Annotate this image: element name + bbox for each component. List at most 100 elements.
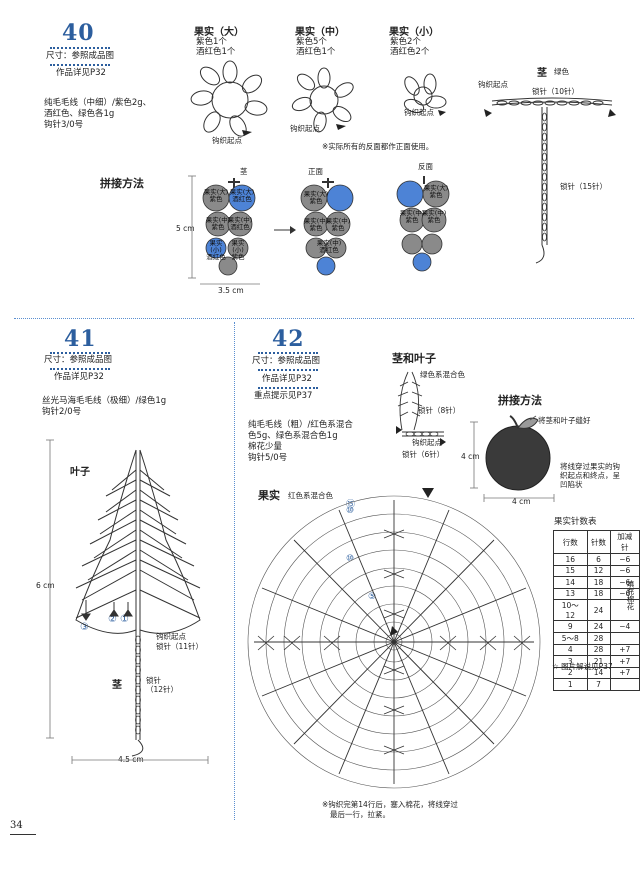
- reference-text-41: 作品详见P32: [54, 372, 104, 382]
- yarn-text-42-2: 色5g、绿色系混合色1g: [248, 431, 338, 441]
- pattern-number-41: 41: [64, 326, 97, 352]
- grape-label-mid-purple: 果实(中) 紫色: [205, 216, 231, 231]
- table-cell: 10～12: [553, 599, 588, 621]
- yarn-text-2: 酒红色、绿色各1g: [44, 109, 115, 119]
- leaf-width: 4.5 cm: [118, 755, 144, 764]
- leaf-height: 6 cm: [36, 581, 55, 590]
- chain-10-label: 锁针（10针）: [532, 87, 580, 96]
- row-1-marker: ①: [120, 614, 129, 625]
- start-label-large: 钩织起点: [212, 136, 242, 145]
- size-text: 尺寸：参照成品图: [46, 51, 115, 61]
- hook-text: 钩针3/0号: [44, 120, 84, 130]
- assembly-title-42: 拼接方法: [498, 394, 542, 407]
- grape-label-small-wine: 果实 (小) 酒红色: [206, 239, 226, 261]
- leaf-label: 叶子: [70, 467, 90, 478]
- grape-label-front-1: 果实(大) 紫色: [303, 190, 329, 205]
- start-label-small: 钩织起点: [404, 108, 434, 117]
- stem-leaf-title: 茎和叶子: [392, 352, 436, 365]
- divider: [50, 368, 110, 370]
- stem-leaf-diagram: [396, 371, 446, 446]
- page-number: 34: [10, 820, 23, 831]
- row-10-marker: ⑩: [346, 506, 355, 516]
- grape-label-large-wine: 果实(大) 酒红色: [229, 188, 255, 203]
- chain-11-label: 锁针（11针）: [156, 642, 204, 651]
- table-title: 果实针数表: [554, 517, 597, 527]
- fruit-small-line1: 紫色2个: [390, 37, 421, 47]
- section-divider-horizontal: [14, 318, 634, 319]
- reference-text: 作品详见P32: [56, 68, 106, 78]
- grape-label-back-1: 果实(大) 紫色: [423, 184, 449, 199]
- table-cell: 14: [553, 576, 588, 589]
- table-cell: −6: [609, 553, 640, 566]
- leaf-diagram: [46, 439, 209, 764]
- fruit-small-title: 果实（小）: [389, 27, 439, 38]
- stem-start: 钩织起点: [478, 80, 508, 89]
- grape-label-front-3: 果实(中) 紫色: [325, 217, 351, 232]
- fruit-small-line2: 酒红色2个: [390, 47, 430, 57]
- table-cell: 18: [586, 576, 611, 589]
- table-cell: +7: [609, 643, 640, 656]
- size-text-42: 尺寸：参照成品图: [252, 356, 321, 366]
- row-5-marker: ⑤: [368, 592, 377, 602]
- table-cell: −6: [609, 564, 640, 577]
- table-cell: 7: [586, 678, 611, 691]
- table-cell: 24: [586, 620, 611, 633]
- grape-label-small-purple: 果实 (小) 紫色: [231, 239, 245, 261]
- fill-note: 填充棉花: [626, 580, 635, 610]
- bottom-note: ※钩织完第14行后，塞入棉花，将线穿过: [322, 800, 458, 809]
- table-cell: 12: [586, 564, 611, 577]
- stem-title: 茎: [537, 68, 547, 79]
- stem-color: 绿色: [554, 67, 569, 76]
- yarn-text-41: 丝光马海毛毛线（极细）/绿色1g: [42, 396, 167, 406]
- fruit-large-line2: 酒红色1个: [196, 47, 236, 57]
- table-cell: +7: [609, 666, 640, 679]
- assembly-title-40: 拼接方法: [100, 177, 144, 190]
- table-cell: 13: [553, 587, 588, 600]
- size-text-41: 尺寸：参照成品图: [44, 355, 113, 365]
- table-cell: 针数: [586, 530, 611, 554]
- dim-height-42: 4 cm: [461, 452, 480, 461]
- divider: [258, 369, 318, 371]
- chain-15-label: 锁针（15针）: [560, 182, 608, 191]
- divider: [50, 64, 110, 66]
- sew-note: 将茎和叶子缝好: [538, 416, 591, 425]
- grape-label-mid-wine: 果实(中) 酒红色: [227, 216, 253, 231]
- grape-label-large-purple: 果实(大) 紫色: [203, 188, 229, 203]
- row-10-marker-2: ⑩: [346, 554, 355, 564]
- divider: [258, 352, 318, 354]
- chain-8-label: 锁针（8针）: [418, 406, 461, 415]
- table-cell: 24: [586, 599, 611, 621]
- row-2-marker: ②: [108, 614, 117, 625]
- fruit-title: 果实: [258, 489, 280, 502]
- fruit-diagram: [247, 488, 541, 789]
- grape-assembly: [188, 175, 450, 285]
- table-cell: −6: [609, 587, 640, 600]
- section-divider-vertical: [234, 322, 235, 820]
- table-cell: 15: [553, 564, 588, 577]
- table-cell: 18: [586, 587, 611, 600]
- table-cell: 6: [586, 553, 611, 566]
- ring-diagram-large: [190, 60, 268, 137]
- table-cell: [609, 599, 640, 621]
- table-cell: 28: [586, 643, 611, 656]
- divider: [50, 352, 110, 354]
- hook-text-41: 钩针2/0号: [42, 407, 82, 417]
- fruit-large-title: 果实（大）: [194, 27, 244, 38]
- reference-text-42: 作品详见P32: [262, 374, 312, 384]
- table-cell: 16: [553, 553, 588, 566]
- divider: [258, 387, 318, 389]
- row-15-marker: ⑮: [346, 500, 356, 510]
- table-cell: 5～8: [553, 631, 588, 645]
- table-cell: 9: [553, 620, 588, 633]
- yarn-text: 纯毛毛线（中细）/紫色2g、: [44, 98, 152, 108]
